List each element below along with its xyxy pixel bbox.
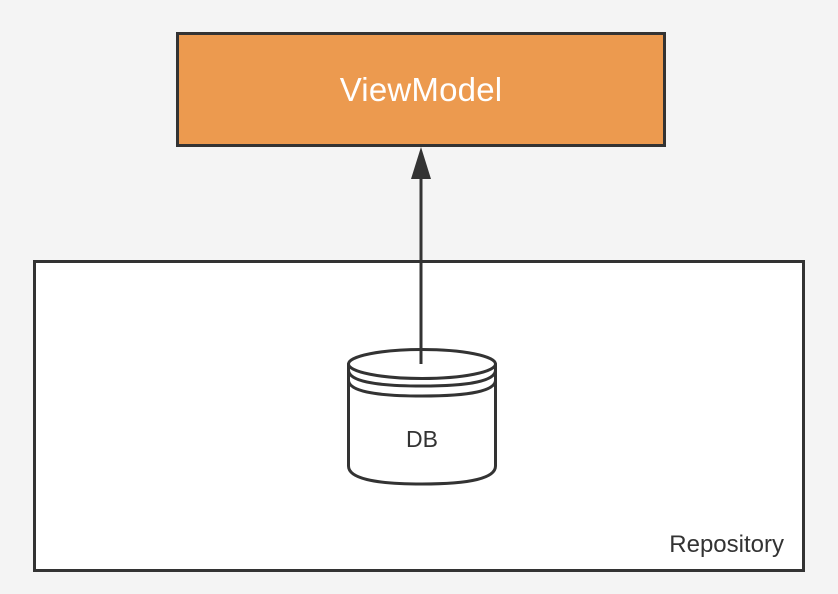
- viewmodel-box[interactable]: ViewModel: [176, 32, 666, 147]
- database-cylinder[interactable]: [344, 344, 500, 492]
- database-cylinder-icon: [347, 348, 497, 486]
- database-label: DB: [406, 426, 438, 452]
- connector-arrowhead-icon: [411, 147, 431, 179]
- viewmodel-label: ViewModel: [339, 71, 503, 108]
- repository-label: Repository: [669, 531, 784, 558]
